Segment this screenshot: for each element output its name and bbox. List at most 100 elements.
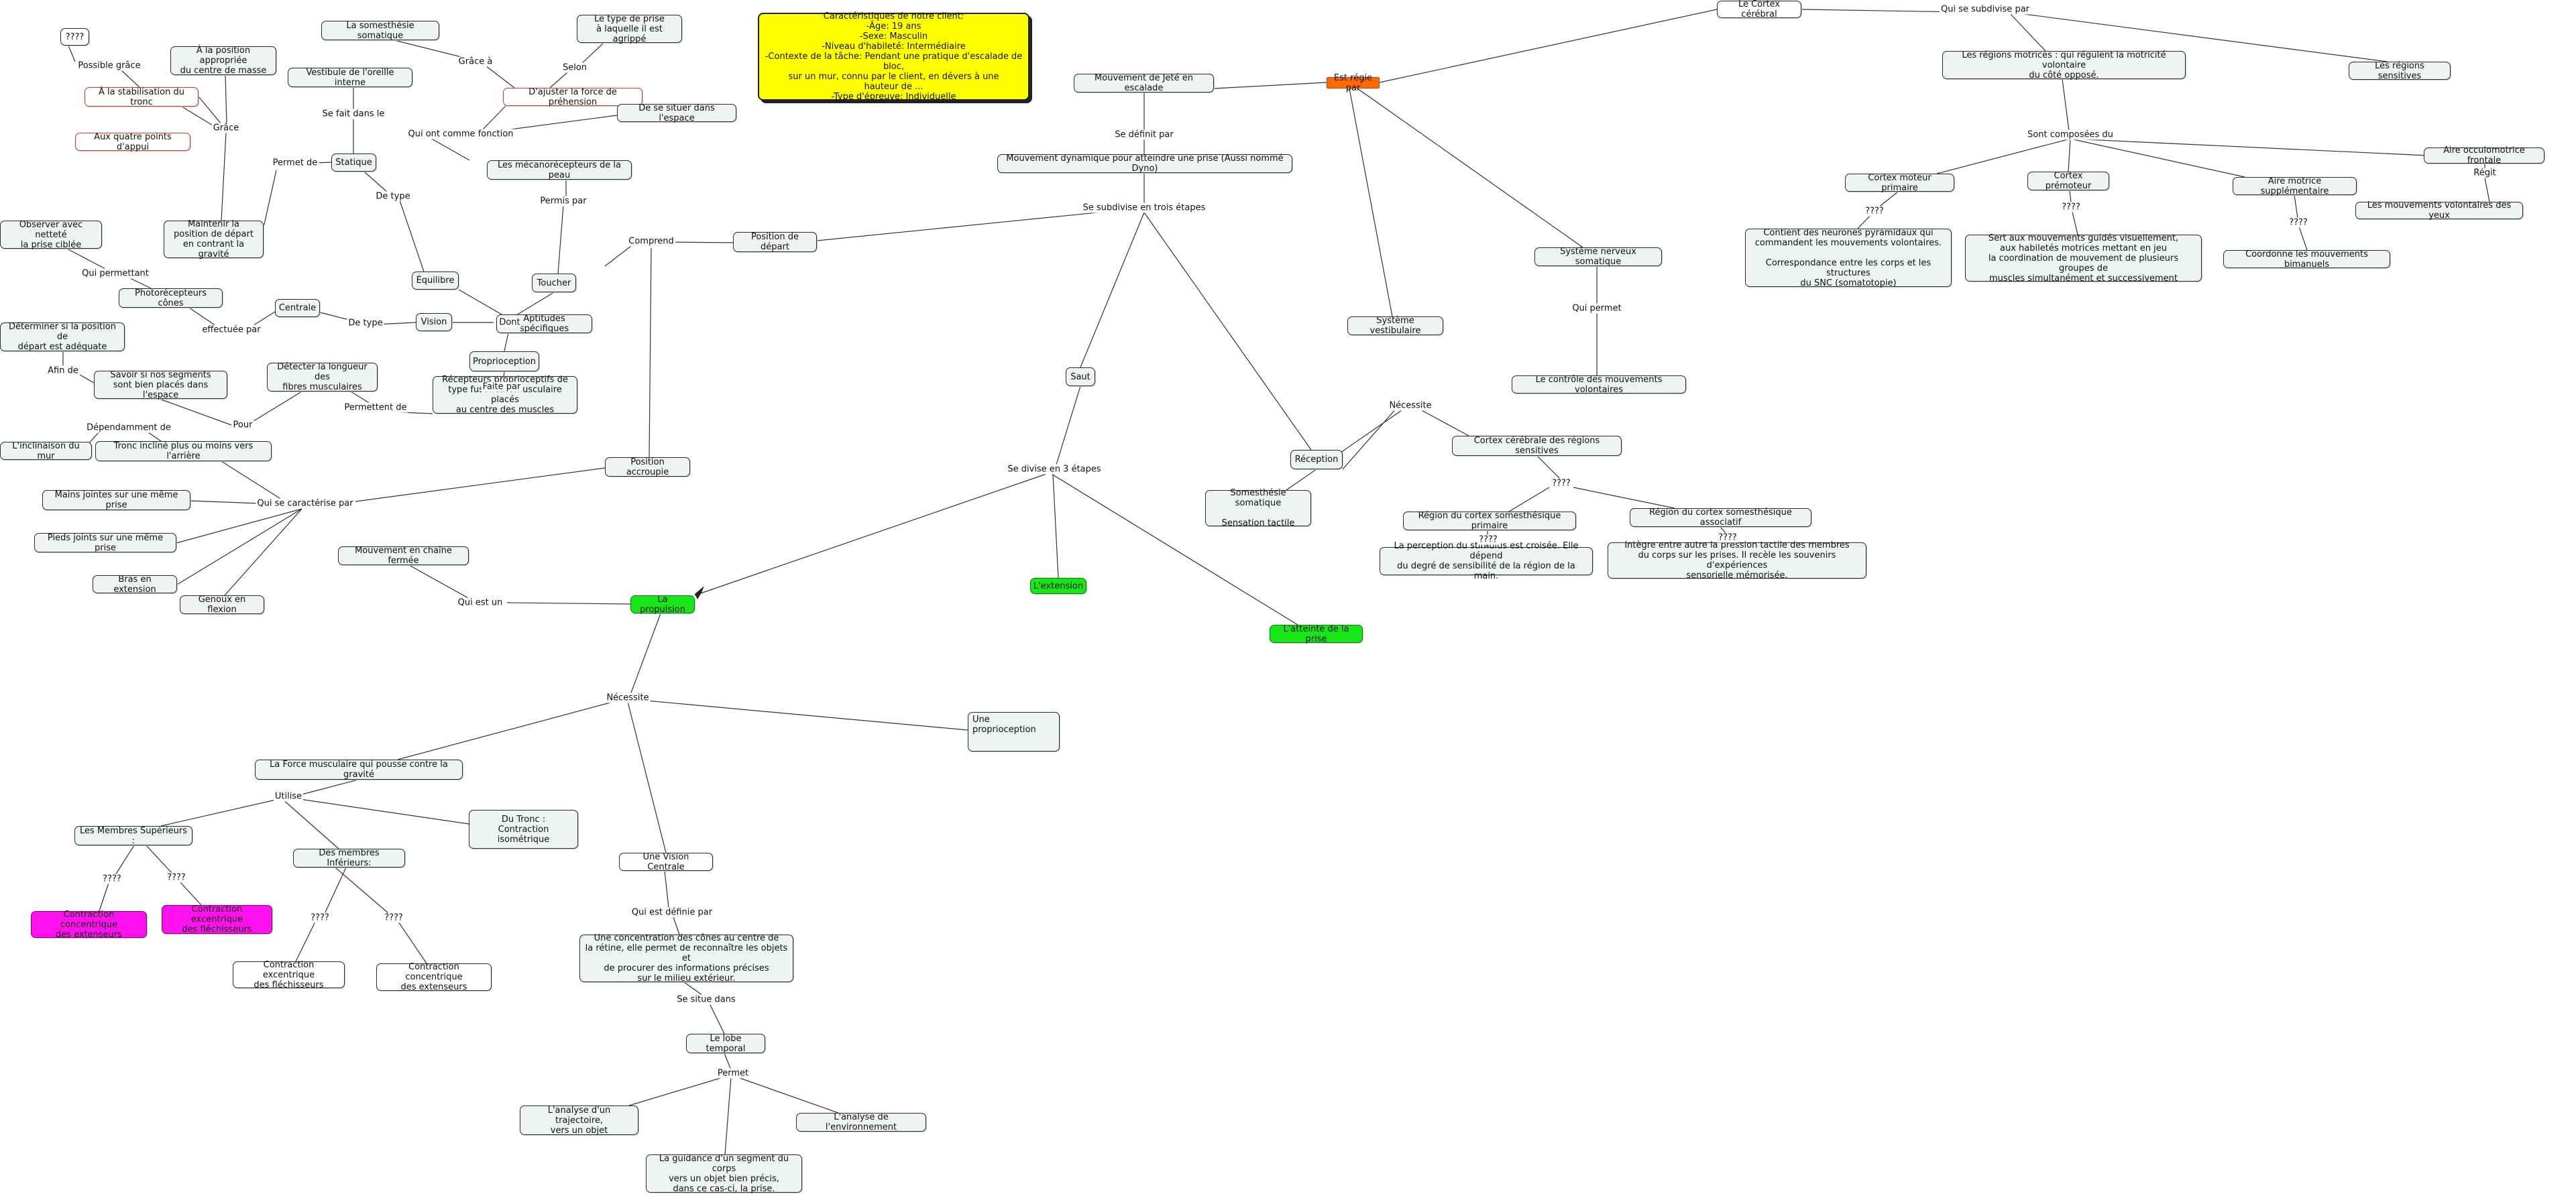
link-label: Selon <box>561 62 589 73</box>
connector-line <box>397 699 621 760</box>
node-cortex-moteur-primaire[interactable]: Cortex moteur primaire <box>1845 173 1954 193</box>
node-observer-prise[interactable]: Observer avec netteté la prise ciblée <box>0 220 102 250</box>
node-mouvements-guides[interactable]: Sert aux mouvements guidés visuellement,… <box>1965 233 2202 284</box>
connector-line <box>181 106 217 128</box>
node-est-regie-par[interactable]: Est régie par <box>1327 73 1380 93</box>
node-statique[interactable]: Statique <box>331 154 376 172</box>
node-stabilisation-tronc[interactable]: À la stabilisation du tronc <box>85 87 199 107</box>
node-aire-occulomotrice[interactable]: Aire occulomotrice frontale <box>2424 145 2544 166</box>
node-proprioception[interactable]: Proprioception <box>469 351 539 371</box>
node-vestibule-oreille[interactable]: Vestibule de l'oreille interne <box>288 68 412 88</box>
node-cortex-cerebral[interactable]: Le Cortex cérébral <box>1717 0 1801 19</box>
node-somesthesie-tactile[interactable]: Somesthésie somatique Sensation tactile <box>1205 488 1311 528</box>
link-label: ???? <box>1864 206 1885 217</box>
node-analyse-trajectoire[interactable]: L'analyse d'un trajectoire, vers un obje… <box>520 1106 638 1136</box>
connector-line <box>683 981 704 996</box>
connector-line <box>263 170 277 228</box>
node-membres-inferieurs[interactable]: Des membres Inférieurs: <box>293 848 405 868</box>
node-propulsion[interactable]: La propulsion <box>630 595 695 615</box>
node-extension[interactable]: L'extension <box>1030 578 1086 594</box>
node-concentrique-extenseurs-inf[interactable]: Contraction concentrique des extenseurs <box>376 962 492 992</box>
link-label: ???? <box>166 872 187 883</box>
link-label: De type <box>374 191 412 202</box>
node-aire-motrice-supp[interactable]: Aire motrice supplémentaire <box>2233 176 2357 196</box>
link-label: Afin de <box>46 365 80 376</box>
node-position-accroupie[interactable]: Position accroupie <box>605 457 690 477</box>
link-label: Qui est un <box>456 597 504 608</box>
connector-line <box>2068 138 2071 172</box>
node-position-appropriee[interactable]: À la position appropriée du centre de ma… <box>170 46 276 76</box>
node-ajuster-force[interactable]: D'ajuster la force de préhension <box>503 87 642 107</box>
connector-line <box>1379 9 1718 83</box>
connector-line <box>179 881 202 906</box>
node-integre-pression[interactable]: Intègre entre autre la pression tactile … <box>1608 540 1866 581</box>
node-reception[interactable]: Réception <box>1290 450 1343 469</box>
node-analyse-environnement[interactable]: L'analyse de l'environnement <box>796 1112 926 1132</box>
node-vision[interactable]: Vision <box>416 313 452 331</box>
node-guidance-segment[interactable]: La guidance d'un segment du corps vers u… <box>646 1154 802 1194</box>
connector-line <box>253 391 302 422</box>
node-se-situer[interactable]: De se situer dans l'espace <box>617 103 736 123</box>
node-question-marks[interactable]: ???? <box>60 28 89 46</box>
node-genoux-flexion[interactable]: Genoux en flexion <box>180 595 264 615</box>
node-determiner-position[interactable]: Déterminer si la position de départ est … <box>0 322 125 352</box>
link-label: Qui ont comme fonction <box>406 129 515 139</box>
node-membres-superieurs[interactable]: Les Membres Supérieurs : <box>74 826 192 846</box>
node-force-musculaire[interactable]: La Force musculaire qui pousse contre la… <box>255 760 463 780</box>
connector-line <box>485 65 515 88</box>
node-excentrique-flechisseurs-sup[interactable]: Contraction excentrique des fléchisseurs <box>162 904 272 935</box>
node-systeme-vestibulaire[interactable]: Système vestibulaire <box>1347 316 1443 336</box>
node-savoir-segments[interactable]: Savoir si nos segments sont bien placés … <box>94 370 227 400</box>
node-type-prise[interactable]: Le type de prise à laquelle il est agrip… <box>577 14 682 44</box>
link-label: Qui permettant <box>80 268 150 279</box>
node-saut[interactable]: Saut <box>1066 367 1095 386</box>
node-systeme-nerveux-somatique[interactable]: Système nerveux somatique <box>1534 247 1662 267</box>
link-label: ???? <box>383 912 404 923</box>
node-detecter-longueur[interactable]: Détecter la longueur des fibres musculai… <box>267 362 378 392</box>
node-regions-sensitives[interactable]: Les régions sensitives <box>2349 61 2451 81</box>
node-mouvements-yeux[interactable]: Les mouvements volontaires des yeux <box>2355 200 2523 221</box>
node-mouvement-jete[interactable]: Mouvement de Jeté en escalade <box>1074 73 1214 93</box>
node-inclinaison-mur[interactable]: L'inclinaison du mur <box>0 441 92 461</box>
node-perception-croisee[interactable]: La perception du stimulus est croisée. E… <box>1380 541 1593 581</box>
node-concentration-cones[interactable]: Une concentration des cônes au centre de… <box>579 933 793 983</box>
node-mecanorecepteurs[interactable]: Les mécanorécepteurs de la peau <box>487 160 632 180</box>
node-concentrique-extenseurs-sup[interactable]: Contraction concentrique des extenseurs <box>31 910 147 940</box>
node-somesthesie-somatique[interactable]: La somesthésie somatique <box>321 21 439 41</box>
connector-line <box>724 1077 732 1155</box>
node-toucher[interactable]: Toucher <box>532 274 576 292</box>
node-position-depart[interactable]: Position de départ <box>733 232 817 252</box>
node-bras-extension[interactable]: Bras en extension <box>93 575 177 595</box>
node-maintenir-position[interactable]: Maintenir la position de départ en contr… <box>164 219 264 259</box>
node-atteinte-prise[interactable]: L'atteinte de la prise <box>1270 624 1363 644</box>
node-neurones-pyramidaux[interactable]: Contient des neurones pyramidaux qui com… <box>1745 228 1952 288</box>
node-cortex-regions-sensitives[interactable]: Cortex cérébrale des régions sensitives <box>1452 436 1622 456</box>
connector-line <box>429 137 470 161</box>
connector-line <box>1080 212 1145 368</box>
node-coordonne-bimanuels[interactable]: Coordonne les mouvements bimanuels <box>2223 249 2390 270</box>
node-pieds-joints[interactable]: Pieds joints sur une même prise <box>34 533 176 553</box>
node-du-tronc[interactable]: Du Tronc : Contraction isométrique <box>469 810 578 849</box>
connector-line <box>398 921 427 964</box>
link-label: Nécessite <box>1388 400 1433 411</box>
node-regions-motrices[interactable]: Les régions motrices : qui régulent la m… <box>1942 50 2186 80</box>
node-equilibre[interactable]: Équilibre <box>412 272 459 290</box>
node-quatre-points-appui[interactable]: Aux quatre points d'appui <box>75 132 190 152</box>
node-centrale[interactable]: Centrale <box>275 299 320 317</box>
node-photorecepteurs[interactable]: Photorécepteurs cônes <box>119 288 223 308</box>
node-mouvement-dynamique[interactable]: Mouvement dynamique pour atteindre une p… <box>997 154 1292 174</box>
node-mains-jointes[interactable]: Mains jointes sur une même prise <box>42 490 190 510</box>
link-label: Régit <box>2472 168 2498 178</box>
node-excentrique-flechisseurs-inf[interactable]: Contraction excentrique des fléchisseurs <box>233 960 345 990</box>
node-chaine-fermee[interactable]: Mouvement en chaîne fermée <box>338 546 469 566</box>
connector-line <box>580 42 604 65</box>
node-controle-mouvements[interactable]: Le contrôle des mouvements volontaires <box>1512 375 1686 395</box>
node-cortex-somesthesique-primaire[interactable]: Région du cortex somesthésique primaire <box>1403 511 1576 531</box>
node-cortex-somesthesique-associatif[interactable]: Région du cortex somesthésique associati… <box>1630 508 1811 528</box>
node-une-proprioception[interactable]: Une proprioception <box>968 712 1060 752</box>
node-tronc-incline[interactable]: Tronc incliné plus ou moins vers l'arriè… <box>95 441 272 461</box>
node-vision-centrale[interactable]: Une Vision Centrale <box>619 852 713 872</box>
node-lobe-temporal[interactable]: Le lobe temporal <box>686 1034 765 1054</box>
node-cortex-premoteur[interactable]: Cortex prémoteur <box>2027 171 2109 191</box>
